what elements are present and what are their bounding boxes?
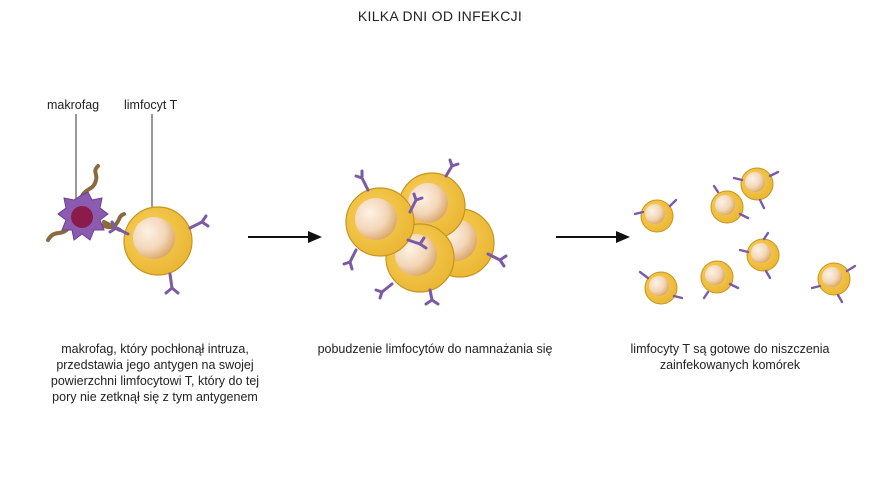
t-cell — [738, 231, 780, 280]
caption-stage2: pobudzenie limfocytów do namnażania się — [300, 341, 570, 357]
receptor — [406, 236, 428, 250]
caption-line: powierzchni limfocytowi T, który do tej — [50, 374, 260, 388]
t-cell — [810, 262, 857, 304]
caption-stage1: makrofag, który pochłonął intruza, przed… — [30, 341, 280, 405]
t-cell-cluster — [342, 158, 508, 306]
caption-line: przedstawia jego antygen na swojej — [56, 358, 254, 372]
t-cell-stage1 — [108, 206, 210, 295]
receptor — [108, 220, 130, 236]
t-cell — [710, 184, 750, 224]
macrophage-nucleus — [71, 206, 93, 228]
t-cell — [345, 187, 415, 257]
arrow-stage1-to-stage2 — [248, 231, 322, 243]
receptor — [164, 272, 180, 295]
diagram-title: KILKA DNI OD INFEKCJI — [357, 8, 523, 24]
receptor — [408, 192, 424, 214]
intruder-strand — [80, 164, 100, 198]
ready-t-cells — [633, 167, 857, 305]
t-cell — [732, 167, 780, 210]
t-cell — [700, 260, 740, 300]
t-cell — [398, 172, 466, 240]
receptor — [188, 214, 210, 230]
macrophage — [46, 164, 126, 242]
arrow-stage2-to-stage3 — [556, 231, 630, 243]
receptor — [374, 282, 394, 300]
caption-line: zainfekowanych komórek — [659, 358, 801, 372]
t-cell — [638, 270, 684, 305]
receptor — [354, 169, 370, 192]
caption-line: pory nie zetknął się z tym antygenem — [52, 390, 258, 404]
caption-line: makrofag, który pochłonął intruza, — [61, 342, 249, 356]
label-t-cell: limfocyt T — [124, 98, 178, 112]
caption-stage3: limfocyty T są gotowe do niszczenia zain… — [610, 341, 850, 373]
receptor — [424, 288, 440, 306]
receptor — [342, 248, 358, 271]
receptor — [486, 252, 508, 268]
caption-line: pobudzenie limfocytów do namnażania się — [317, 342, 553, 356]
receptor — [444, 158, 460, 178]
caption-line: limfocyty T są gotowe do niszczenia — [630, 342, 830, 356]
t-cell — [633, 198, 678, 233]
label-macrophage: makrofag — [47, 98, 100, 112]
